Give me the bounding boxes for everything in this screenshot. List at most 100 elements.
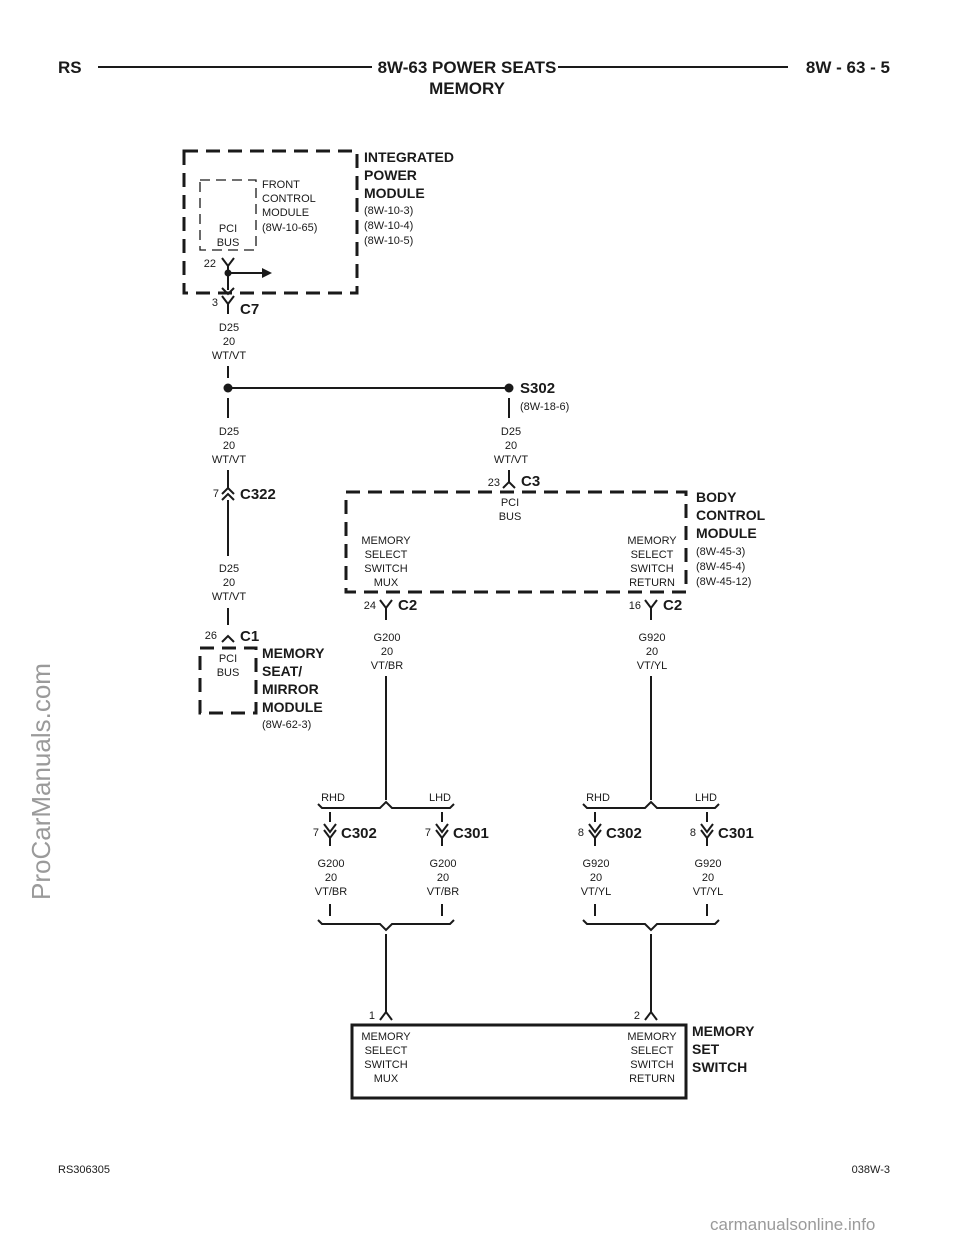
wire-color: WT/VT xyxy=(212,591,246,603)
msmm-pin-func-2: BUS xyxy=(217,667,240,679)
ipm-name-3: MODULE xyxy=(364,185,425,201)
ipm-ref-3: (8W-10-5) xyxy=(364,235,413,247)
s302-splice-dot xyxy=(504,383,514,393)
c302-right-connector-symbol xyxy=(588,823,602,846)
mss-ret-func-1: MEMORY xyxy=(627,1031,677,1043)
c3-label: C3 xyxy=(521,473,540,490)
mss-mux-func-2: SELECT xyxy=(365,1045,408,1057)
mss-pin-mux-symbol xyxy=(379,1010,393,1021)
c302-left-connector-symbol xyxy=(323,823,337,846)
bcm-ret-func-1: MEMORY xyxy=(627,535,677,547)
g920-code: G920 xyxy=(583,858,610,870)
header-section-code: RS xyxy=(58,58,82,77)
wire-code: D25 xyxy=(219,563,239,575)
c302-left-label: C302 xyxy=(341,825,377,842)
c1-label: C1 xyxy=(240,628,259,645)
s302-ref: (8W-18-6) xyxy=(520,401,569,413)
wire-code: D25 xyxy=(219,426,239,438)
g200-code: G200 xyxy=(318,858,345,870)
bcm-ref-2: (8W-45-4) xyxy=(696,561,745,573)
ipm-bottom-arrow-icon xyxy=(221,287,235,296)
g200-gauge: 20 xyxy=(325,872,337,884)
fcm-pin-number: 22 xyxy=(204,258,216,270)
c302-right-pin: 8 xyxy=(578,827,584,839)
g920-gauge: 20 xyxy=(702,872,714,884)
c301-left-label: C301 xyxy=(453,825,489,842)
c2-left-pin: 24 xyxy=(364,600,376,612)
c1-connector-symbol xyxy=(221,634,235,643)
c1-pin: 26 xyxy=(205,630,217,642)
bcm-pci-2: BUS xyxy=(499,511,522,523)
c301-right-label: C301 xyxy=(718,825,754,842)
g920-code: G920 xyxy=(695,858,722,870)
g200-color: VT/BR xyxy=(371,660,403,672)
c7-wire-color: WT/VT xyxy=(212,350,246,362)
fcm-name-2: CONTROL xyxy=(262,193,316,205)
msmm-outline xyxy=(198,646,258,715)
mss-pin-ret: 2 xyxy=(634,1010,640,1022)
wire-code: D25 xyxy=(501,426,521,438)
c301-left-connector-symbol xyxy=(435,823,449,846)
c3-connector-symbol xyxy=(502,480,516,489)
mss-outline xyxy=(350,1023,688,1100)
header-subtitle: MEMORY xyxy=(429,79,506,98)
bcm-ref-1: (8W-45-3) xyxy=(696,546,745,558)
wire-gauge: 20 xyxy=(223,440,235,452)
mss-name-1: MEMORY xyxy=(692,1023,755,1039)
mss-pin-ret-symbol xyxy=(644,1010,658,1021)
fcm-ref: (8W-10-65) xyxy=(262,222,317,234)
branch-left-rhd: RHD xyxy=(321,792,345,804)
msmm-ref: (8W-62-3) xyxy=(262,719,311,731)
c7-connector-symbol xyxy=(221,295,235,314)
c2-right-pin: 16 xyxy=(629,600,641,612)
ipm-ref-1: (8W-10-3) xyxy=(364,205,413,217)
wire-gauge: 20 xyxy=(505,440,517,452)
bcm-mux-func-3: SWITCH xyxy=(364,563,407,575)
bcm-ret-func-3: SWITCH xyxy=(630,563,673,575)
fcm-name-3: MODULE xyxy=(262,207,309,219)
bcm-mux-func-4: MUX xyxy=(374,577,399,589)
mss-mux-func-1: MEMORY xyxy=(361,1031,411,1043)
branch-right-rhd: RHD xyxy=(586,792,610,804)
g920-color: VT/YL xyxy=(693,886,724,898)
c322-label: C322 xyxy=(240,486,276,503)
bcm-name-1: BODY xyxy=(696,489,737,505)
bcm-ret-func-4: RETURN xyxy=(629,577,675,589)
mss-pin-mux: 1 xyxy=(369,1010,375,1022)
wire-gauge: 20 xyxy=(223,577,235,589)
branch-left-lhd: LHD xyxy=(429,792,451,804)
c301-right-connector-symbol xyxy=(700,823,714,846)
c301-right-pin: 8 xyxy=(690,827,696,839)
footer-figure-code: RS306305 xyxy=(58,1164,110,1176)
branch-right-lhd: LHD xyxy=(695,792,717,804)
join-left-bracket xyxy=(317,919,455,932)
bottom-watermark: carmanualsonline.info xyxy=(710,1215,875,1234)
mss-name-2: SET xyxy=(692,1041,720,1057)
g200-gauge: 20 xyxy=(437,872,449,884)
g200-code: G200 xyxy=(430,858,457,870)
msmm-pin-func-1: PCI xyxy=(219,653,237,665)
s302-label: S302 xyxy=(520,380,555,397)
msmm-name-2: SEAT/ xyxy=(262,663,302,679)
bcm-mux-func-2: SELECT xyxy=(365,549,408,561)
c7-label: C7 xyxy=(240,301,259,318)
mss-mux-func-3: SWITCH xyxy=(364,1059,407,1071)
c2-left-connector-symbol xyxy=(379,599,393,620)
c2-right-label: C2 xyxy=(663,597,682,614)
msmm-name-3: MIRROR xyxy=(262,681,319,697)
g920-color: VT/YL xyxy=(637,660,668,672)
c301-left-pin: 7 xyxy=(425,827,431,839)
ipm-ref-2: (8W-10-4) xyxy=(364,220,413,232)
g200-code: G200 xyxy=(374,632,401,644)
join-right-bracket xyxy=(582,919,720,932)
wire-color: WT/VT xyxy=(494,454,528,466)
c302-right-label: C302 xyxy=(606,825,642,842)
mss-ret-func-3: SWITCH xyxy=(630,1059,673,1071)
bcm-name-2: CONTROL xyxy=(696,507,766,523)
fcm-pin-func-2: BUS xyxy=(217,237,240,249)
bcm-ref-3: (8W-45-12) xyxy=(696,576,751,588)
side-watermark: ProCarManuals.com xyxy=(26,663,56,900)
fcm-bus-arrow-icon xyxy=(262,268,272,278)
footer-sheet-code: 038W-3 xyxy=(852,1164,890,1176)
